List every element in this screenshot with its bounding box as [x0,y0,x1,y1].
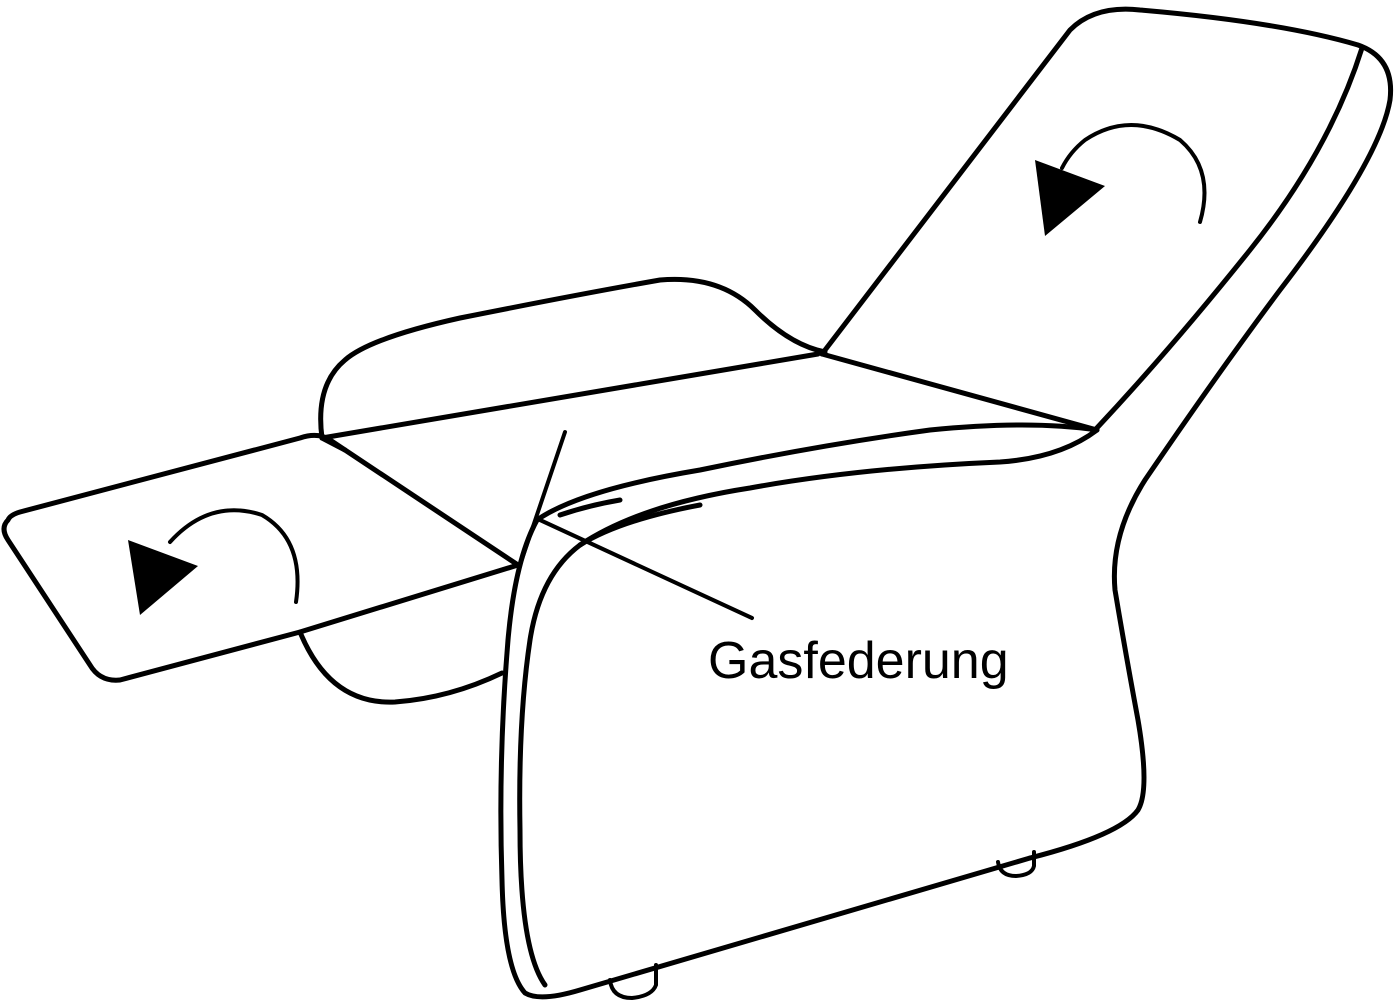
footrest-rotation-arrow-icon [128,508,300,615]
side-panel-arc [577,502,703,548]
backrest-rotation-arrow-icon [1035,123,1207,236]
footrest [1,432,521,705]
seat-front-rim [319,435,348,453]
footrest-lower-curve [297,629,505,705]
armrest-top-curve [517,422,1100,988]
backrest [819,6,1394,861]
footrest-outline [1,432,521,683]
seat-front-edge [319,351,821,441]
backrest-inner-seam [1092,45,1365,433]
seat-cushion-top [318,276,828,441]
armrest-inner-edge [557,497,623,518]
callout-label-gas-spring: Gasfederung [708,632,1009,690]
backrest-seat-joint [819,351,1100,433]
callout-line-diagonal [538,518,754,620]
armrest-outer-edge [498,517,1033,1000]
armrest-side [498,422,1100,1000]
callout-line-vertical [518,430,567,567]
backrest-outline [819,6,1394,861]
chair-feet [608,850,1036,1000]
seat [318,276,828,453]
gas-spring-callout: Gasfederung [518,430,1009,690]
foot-back [996,850,1036,878]
foot-front [608,963,658,1000]
